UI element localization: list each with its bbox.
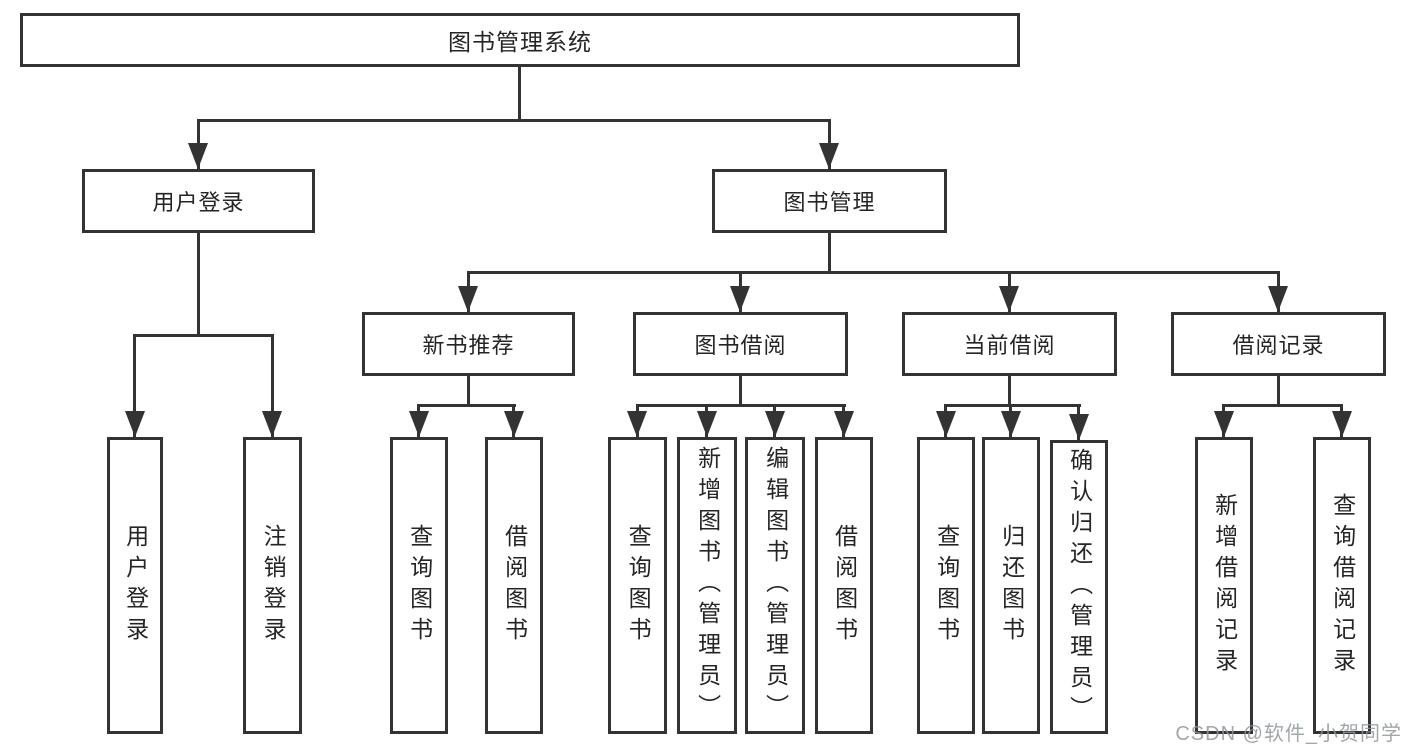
arrow-down-icon bbox=[999, 286, 1019, 312]
leaf-borrow-books: 借阅图书 bbox=[815, 437, 873, 734]
node-user-login-label: 用户登录 bbox=[152, 190, 245, 215]
node-user-login: 用户登录 bbox=[82, 169, 315, 233]
arrow-down-icon bbox=[1069, 414, 1089, 440]
leaf-logout: 注销登录 bbox=[243, 437, 302, 734]
leaf-return-books-label: 归还图书 bbox=[998, 523, 1025, 648]
arrow-down-icon bbox=[458, 286, 478, 312]
arrow-down-icon bbox=[188, 143, 208, 169]
csdn-watermark: CSDN @软件_小贺同学 bbox=[1175, 723, 1402, 745]
leaf-edit-book-admin-label: 编辑图书（管理员） bbox=[762, 446, 789, 725]
leaf-borrow-books-recommend: 借阅图书 bbox=[485, 437, 543, 734]
edge-line bbox=[271, 334, 274, 437]
arrow-down-icon bbox=[697, 411, 717, 437]
node-borrow-records: 借阅记录 bbox=[1171, 312, 1386, 376]
edge-line bbox=[197, 119, 831, 122]
leaf-query-borrow-record-label: 查询借阅记录 bbox=[1329, 492, 1356, 679]
leaf-add-borrow-record-label: 新增借阅记录 bbox=[1211, 492, 1238, 679]
leaf-confirm-return-admin: 确认归还（管理员） bbox=[1050, 440, 1108, 734]
leaf-add-borrow-record: 新增借阅记录 bbox=[1195, 437, 1253, 734]
node-current-borrow: 当前借阅 bbox=[902, 312, 1117, 376]
leaf-query-borrow-record: 查询借阅记录 bbox=[1313, 437, 1371, 734]
leaf-query-books-recommend: 查询图书 bbox=[390, 437, 448, 734]
node-book-management: 图书管理 bbox=[712, 169, 947, 233]
edge-line bbox=[944, 404, 1081, 407]
leaf-add-book-admin: 新增图书（管理员） bbox=[677, 437, 737, 734]
arrow-down-icon bbox=[409, 411, 429, 437]
leaf-query-books-current-label: 查询图书 bbox=[933, 523, 960, 648]
arrow-down-icon bbox=[730, 286, 750, 312]
arrow-down-icon bbox=[765, 411, 785, 437]
edge-line bbox=[1277, 376, 1280, 407]
leaf-edit-book-admin: 编辑图书（管理员） bbox=[745, 437, 805, 734]
leaf-user-login: 用户登录 bbox=[107, 437, 163, 734]
edge-line bbox=[197, 233, 200, 336]
leaf-query-books-recommend-label: 查询图书 bbox=[406, 523, 433, 648]
edge-line bbox=[133, 334, 136, 437]
arrow-down-icon bbox=[819, 143, 839, 169]
edge-line bbox=[1222, 404, 1343, 407]
arrow-down-icon bbox=[1001, 411, 1021, 437]
arrow-down-icon bbox=[834, 411, 854, 437]
arrow-down-icon bbox=[504, 411, 524, 437]
node-borrow-records-label: 借阅记录 bbox=[1232, 333, 1325, 358]
leaf-confirm-return-admin-label: 确认归还（管理员） bbox=[1066, 447, 1093, 727]
edge-line bbox=[1008, 376, 1011, 407]
arrow-down-icon bbox=[262, 411, 282, 437]
arrow-down-icon bbox=[1332, 411, 1352, 437]
arrow-down-icon bbox=[936, 411, 956, 437]
edge-line bbox=[133, 334, 274, 337]
edge-line bbox=[417, 404, 516, 407]
node-new-book-recommend: 新书推荐 bbox=[362, 312, 575, 376]
node-book-borrow-label: 图书借阅 bbox=[694, 333, 787, 358]
edge-line bbox=[828, 233, 831, 274]
edge-line bbox=[467, 376, 470, 407]
node-current-borrow-label: 当前借阅 bbox=[963, 333, 1056, 358]
edge-line bbox=[467, 271, 1280, 274]
node-root-label: 图书管理系统 bbox=[448, 29, 592, 55]
leaf-user-login-label: 用户登录 bbox=[122, 523, 149, 648]
node-root: 图书管理系统 bbox=[20, 13, 1020, 67]
arrow-down-icon bbox=[627, 411, 647, 437]
leaf-query-books-borrow: 查询图书 bbox=[608, 437, 667, 734]
arrow-down-icon bbox=[1214, 411, 1234, 437]
edge-line bbox=[636, 404, 846, 407]
node-book-borrow: 图书借阅 bbox=[633, 312, 848, 376]
leaf-borrow-books-recommend-label: 借阅图书 bbox=[501, 523, 528, 648]
edge-line bbox=[739, 376, 742, 407]
leaf-logout-label: 注销登录 bbox=[260, 523, 287, 648]
node-book-management-label: 图书管理 bbox=[783, 190, 876, 215]
arrow-down-icon bbox=[1268, 286, 1288, 312]
leaf-borrow-books-label: 借阅图书 bbox=[831, 523, 858, 648]
leaf-query-books-current: 查询图书 bbox=[917, 437, 975, 734]
leaf-return-books: 归还图书 bbox=[982, 437, 1040, 734]
leaf-query-books-borrow-label: 查询图书 bbox=[625, 523, 652, 648]
node-new-book-recommend-label: 新书推荐 bbox=[422, 333, 515, 358]
arrow-down-icon bbox=[125, 411, 145, 437]
leaf-add-book-admin-label: 新增图书（管理员） bbox=[694, 446, 721, 725]
edge-line bbox=[518, 67, 521, 121]
